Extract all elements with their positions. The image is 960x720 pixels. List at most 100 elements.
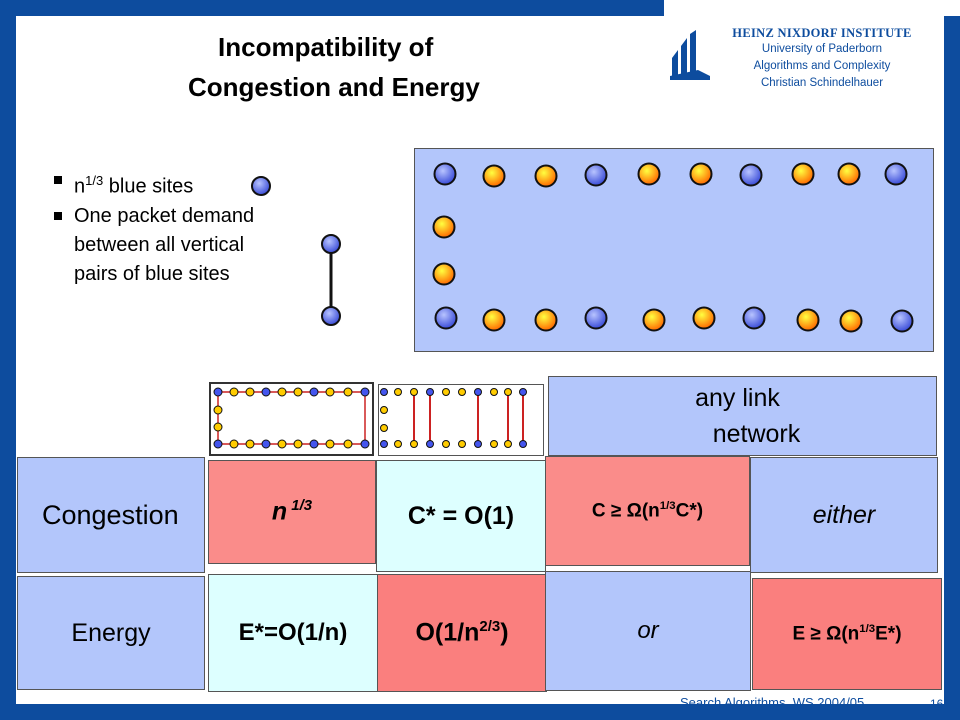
institute-name: HEINZ NIXDORF INSTITUTE: [732, 26, 912, 40]
energy-grid: O(1/n2/3): [377, 574, 547, 692]
grid-left-bottom-node-4: [277, 439, 287, 449]
energy-opt: E*=O(1/n): [208, 574, 378, 692]
grid-right-bottom-node-0: [380, 440, 388, 448]
site-bottom-8: [839, 309, 863, 333]
grid-diagram-right: [380, 388, 527, 448]
grid-left-bottom-node-2: [245, 439, 255, 449]
grid-left-bottom-node-5: [293, 439, 303, 449]
title-line-2: Congestion and Energy: [188, 72, 480, 102]
energy-label: Energy: [17, 576, 205, 690]
site-bottom-1: [482, 308, 506, 332]
footer-course: Search Algorithms, WS 2004/05: [680, 695, 865, 710]
network-header: any link network: [548, 376, 937, 456]
grid-right-side-node-0: [380, 406, 388, 414]
energy-bound: E ≥ Ω(n1/3E*): [752, 578, 942, 690]
grid-left-side-node-0: [213, 405, 223, 415]
bullet-list: n1/3 blue sites One packet demand betwee…: [52, 166, 254, 289]
site-top-5: [689, 162, 713, 186]
site-mid-0: [432, 215, 456, 239]
grid-right-top-node-4: [442, 388, 450, 396]
grid-right-bottom-node-6: [474, 440, 482, 448]
grid-left-top-node-8: [343, 387, 353, 397]
grid-left-bottom-node-7: [325, 439, 335, 449]
grid-right-top-node-2: [410, 388, 418, 396]
frame-right-bar: [944, 16, 960, 720]
grid-left-bottom-node-9: [360, 439, 370, 449]
grid-right-bottom-node-5: [458, 440, 466, 448]
title-line-1: Incompatibility of: [218, 32, 434, 62]
grid-right-top-node-3: [426, 388, 434, 396]
site-top-6: [739, 163, 763, 187]
bullet-item-2: One packet demand: [52, 202, 254, 231]
institute-block: HEINZ NIXDORF INSTITUTE University of Pa…: [700, 26, 944, 92]
legend-pair-top: [321, 234, 341, 254]
grid-right-side-node-1: [380, 424, 388, 432]
site-top-7: [791, 162, 815, 186]
site-top-1: [482, 164, 506, 188]
grid-left-bottom-node-0: [213, 439, 223, 449]
congestion-label: Congestion: [17, 457, 205, 573]
grid-left-top-node-1: [229, 387, 239, 397]
grid-right-bottom-node-1: [394, 440, 402, 448]
grid-left-bottom-node-1: [229, 439, 239, 449]
site-top-8: [837, 162, 861, 186]
grid-right-bottom-node-3: [426, 440, 434, 448]
grid-right-bottom-node-9: [519, 440, 527, 448]
grid-right-bottom-node-4: [442, 440, 450, 448]
legend-diagram: [251, 176, 341, 326]
site-top-4: [637, 162, 661, 186]
page-number: 16: [930, 697, 944, 711]
grid-left-side-node-1: [213, 422, 223, 432]
grid-right-top-node-9: [519, 388, 527, 396]
frame-left-bar: [0, 110, 16, 720]
site-top-9: [884, 162, 908, 186]
grid-right-top-node-0: [380, 388, 388, 396]
frame-bottom-bar: [0, 704, 960, 720]
site-bottom-3: [584, 306, 608, 330]
congestion-bound: C ≥ Ω(n1/3C*): [545, 456, 750, 566]
grid-left-bottom-node-8: [343, 439, 353, 449]
frame-left-bar-top: [0, 16, 16, 110]
grid-right-bottom-node-2: [410, 440, 418, 448]
grid-right-top-node-5: [458, 388, 466, 396]
university-name: University of Paderborn: [761, 43, 883, 55]
site-mid-1: [432, 262, 456, 286]
grid-right-bottom-node-8: [504, 440, 512, 448]
legend-pair-bottom: [321, 306, 341, 326]
grid-right-top-node-7: [490, 388, 498, 396]
site-top-0: [433, 162, 457, 186]
legend-blue-site: [251, 176, 271, 196]
grid-left-bottom-node-6: [309, 439, 319, 449]
grid-right-bottom-node-7: [490, 440, 498, 448]
group-name: Algorithms and Complexity: [753, 60, 891, 72]
grid-left-top-node-2: [245, 387, 255, 397]
energy-or: or: [545, 571, 751, 691]
site-bottom-9: [890, 309, 914, 333]
site-top-3: [584, 163, 608, 187]
grid-right-top-node-6: [474, 388, 482, 396]
congestion-grid: n 1/3: [208, 460, 376, 564]
frame-top-bar: [0, 0, 664, 16]
site-top-2: [534, 164, 558, 188]
network-label-line2: network: [712, 420, 801, 448]
institute-logo-icon: [670, 30, 710, 80]
bullet-item-2-cont-1: between all vertical: [74, 233, 245, 256]
bullet-item-1: n1/3 blue sites: [52, 166, 254, 202]
grid-right-top-node-8: [504, 388, 512, 396]
site-bottom-7: [796, 308, 820, 332]
grid-diagram-left: [213, 387, 370, 449]
sites-diagram: [432, 162, 914, 333]
grid-right-top-node-1: [394, 388, 402, 396]
grid-left-bottom-node-3: [261, 439, 271, 449]
site-bottom-4: [642, 308, 666, 332]
grid-left-top-node-6: [309, 387, 319, 397]
author-name: Christian Schindelhauer: [760, 77, 884, 89]
network-label-line1: any link: [695, 384, 780, 412]
grid-left-top-node-4: [277, 387, 287, 397]
site-bottom-6: [742, 306, 766, 330]
grid-left-top-node-9: [360, 387, 370, 397]
grid-left-top-node-5: [293, 387, 303, 397]
congestion-opt: C* = O(1): [376, 460, 546, 572]
grid-left-top-node-3: [261, 387, 271, 397]
site-bottom-2: [534, 308, 558, 332]
